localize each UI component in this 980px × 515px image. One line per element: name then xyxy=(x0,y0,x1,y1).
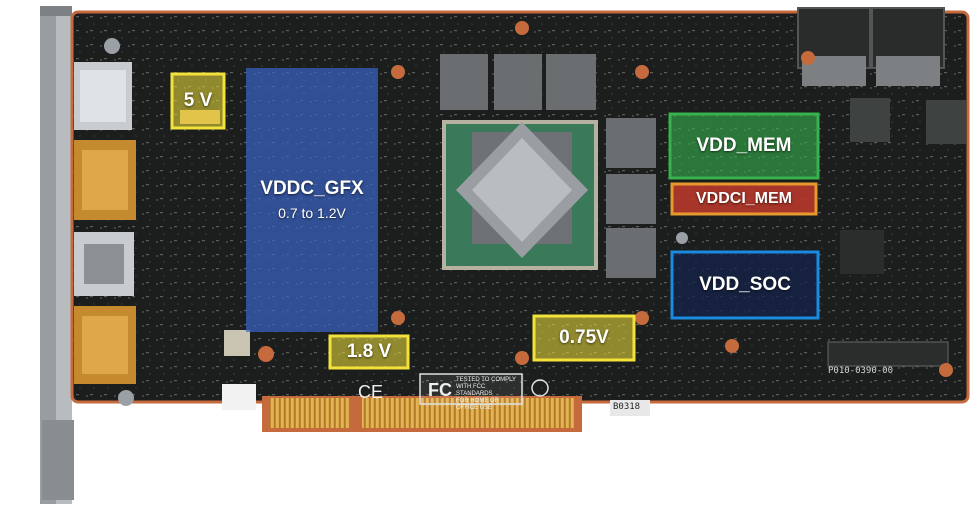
label-vdd-mem: VDD_MEM xyxy=(670,114,818,178)
svg-text:FC: FC xyxy=(428,380,452,400)
fcc-line-3: FOR HOME OR OFFICE USE xyxy=(456,398,499,411)
label-vdd-soc-text: VDD_SOC xyxy=(699,273,791,295)
pcie-connector xyxy=(262,396,582,432)
label-5v: 5 V xyxy=(172,74,224,128)
svg-text:CE: CE xyxy=(358,382,383,402)
region-5v xyxy=(170,72,226,130)
fcc-line-2: WITH FCC STANDARDS xyxy=(456,384,493,397)
fcc-mark: FC CE xyxy=(358,373,549,405)
region-vddci-mem xyxy=(670,182,818,216)
region-vdd-soc xyxy=(670,250,820,320)
fcc-line-1: TESTED TO COMPLY xyxy=(456,377,517,383)
gpu-chip xyxy=(442,120,598,270)
label-1v8-text: 1.8 V xyxy=(346,340,392,362)
region-0v75 xyxy=(532,314,636,362)
label-vdd-soc: VDD_SOC xyxy=(672,252,818,318)
label-vdd-mem-text: VDD_MEM xyxy=(696,134,792,156)
io-bracket xyxy=(40,6,74,504)
display-ports xyxy=(74,62,136,384)
label-5v-text: 5 V xyxy=(183,89,213,111)
label-vddc-gfx: VDDC_GFX 0.7 to 1.2V xyxy=(246,68,378,332)
label-vddci-mem-text: VDDCI_MEM xyxy=(695,190,792,208)
fcc-text: TESTED TO COMPLY WITH FCC STANDARDS FOR … xyxy=(456,377,522,412)
label-vddc-gfx-range: 0.7 to 1.2V xyxy=(278,204,346,221)
region-vdd-mem xyxy=(668,112,820,180)
label-0v75: 0.75V xyxy=(534,316,634,360)
label-0v75-text: 0.75V xyxy=(559,326,609,348)
label-1v8: 1.8 V xyxy=(330,336,408,368)
board-code: B0318 xyxy=(613,402,641,412)
region-1v8 xyxy=(328,334,410,370)
part-number: P010-0390-00 xyxy=(828,366,894,376)
label-vddc-gfx-text: VDDC_GFX xyxy=(260,177,364,199)
label-vddci-mem: VDDCI_MEM xyxy=(672,184,816,214)
region-vddc-gfx xyxy=(246,68,378,332)
memory-chips xyxy=(440,54,656,278)
